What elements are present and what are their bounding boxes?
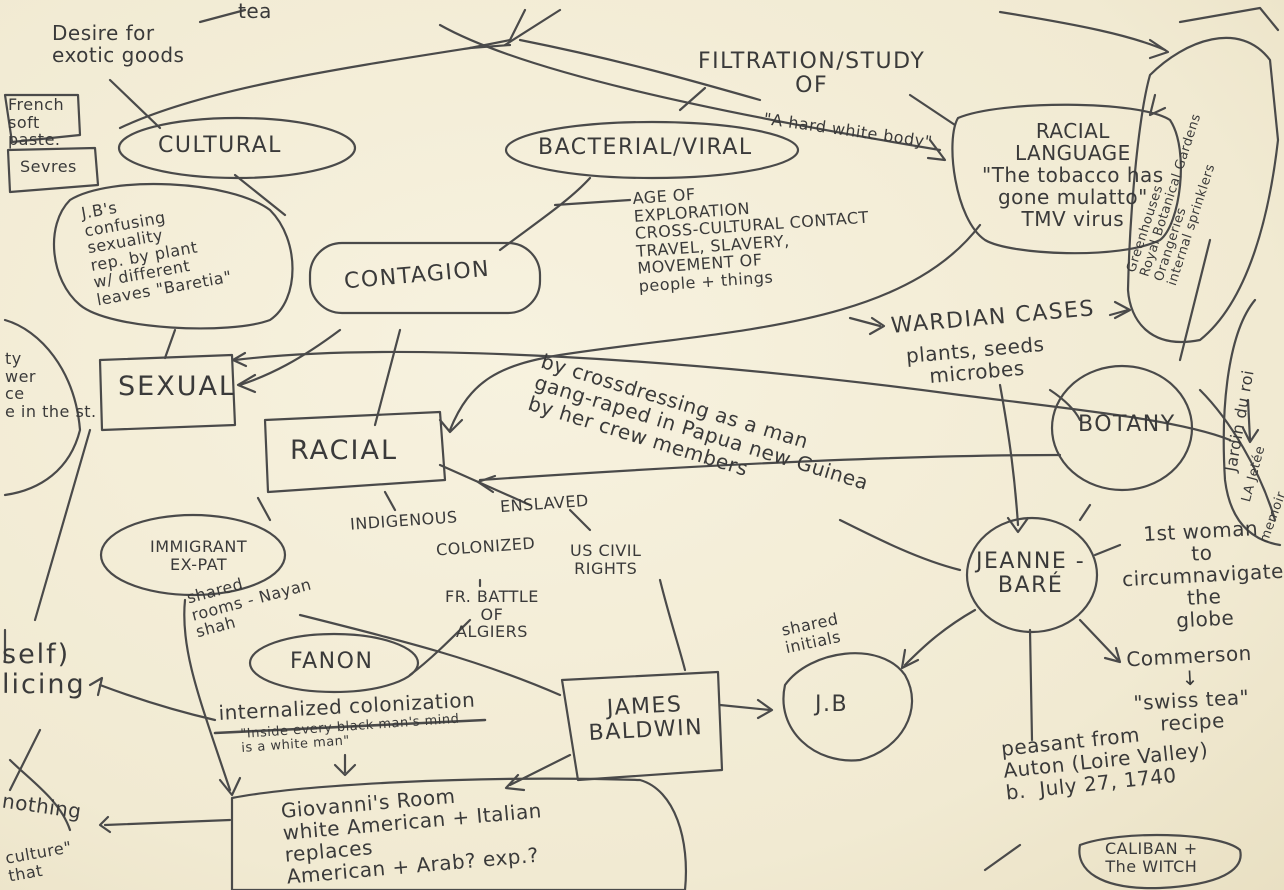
line-racial-language-to-racial — [448, 223, 982, 432]
jeanne-bare-label: JEANNE - BARÉ — [976, 549, 1086, 599]
desire-exotic-goods: Desire for exotic goods — [52, 21, 185, 67]
sexual-label: SEXUAL — [118, 371, 236, 402]
battle-of-algiers: FR. BATTLE OF ALGIERS — [445, 587, 539, 642]
cultural-label: CULTURAL — [158, 133, 282, 158]
caliban-witch: CALIBAN + The WITCH — [1105, 839, 1198, 876]
french-soft-paste: French soft paste. — [8, 95, 65, 150]
line-top-right-arrow — [998, 10, 1167, 52]
fanon-label: FANON — [290, 649, 374, 674]
james-baldwin-label: JAMES BALDWIN — [588, 692, 704, 747]
giovannis-room-box — [230, 777, 687, 890]
contagion-box — [308, 241, 542, 315]
line-cultural-top — [118, 43, 512, 130]
james-baldwin-box — [560, 670, 724, 782]
racial-language-label: RACIAL LANGUAGE "The tobacco has gone mu… — [982, 119, 1164, 231]
fanon-ellipse — [248, 632, 420, 694]
immigrant-ellipse — [99, 513, 287, 597]
bacterial-viral-label: BACTERIAL/VIRAL — [538, 135, 753, 160]
jb-circle — [782, 652, 914, 762]
botany-ellipse — [1050, 364, 1194, 492]
left-fragment: ty wer ce e in the st. — [5, 349, 97, 421]
racial-box — [263, 410, 447, 494]
filtration-label: FILTRATION/STUDY OF — [698, 49, 926, 99]
racial-language-box — [951, 103, 1182, 255]
botany-label: BOTANY — [1078, 412, 1176, 437]
sexual-box — [98, 353, 237, 432]
immigrant-ex-pat: IMMIGRANT EX-PAT — [150, 537, 248, 574]
first-woman-circumnavigate: 1st woman to circumnavigate the globe — [1121, 516, 1284, 633]
tea-fragment: tea — [238, 0, 272, 23]
us-civil-rights: US CIVIL RIGHTS — [570, 541, 642, 578]
bacterial-viral-ellipse — [504, 120, 800, 180]
sevres: Sevres — [20, 157, 77, 176]
caliban-box — [1078, 833, 1242, 890]
self-policing-fragment: self) licing — [2, 639, 86, 700]
racial-label: RACIAL — [290, 435, 398, 466]
jeanne-bare-ellipse — [965, 516, 1099, 634]
line-to-racial-language — [438, 23, 942, 152]
age-of-exploration: AGE OF EXPLORATION CROSS-CULTURAL CONTAC… — [631, 184, 870, 296]
jb-confusing-blob — [52, 182, 294, 330]
jb-label: J.B — [815, 692, 849, 717]
